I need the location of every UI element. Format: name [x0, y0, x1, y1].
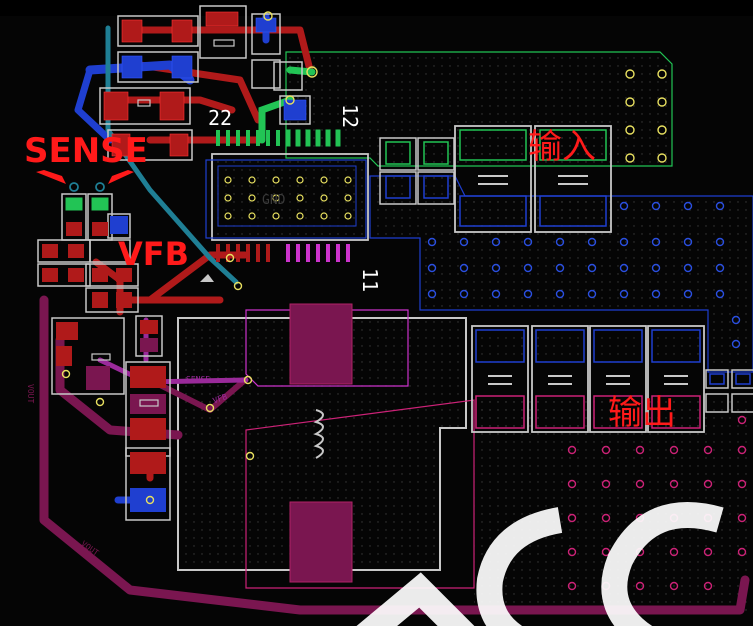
arrow-left-icon: [36, 170, 66, 184]
pin-22-label: 22: [208, 106, 233, 130]
input-label: 输入: [528, 127, 596, 167]
sense-arrows: [36, 170, 134, 184]
feedback-divider[interactable]: [37, 182, 171, 521]
vias: [61, 11, 318, 505]
board-edge: [0, 0, 753, 16]
vout-trace-label-left: VOUT: [26, 384, 35, 404]
output-capacitors[interactable]: [471, 325, 753, 433]
watermark-logo: [356, 502, 724, 626]
arrow-right-icon: [108, 170, 134, 184]
inductor-footprint[interactable]: [177, 303, 475, 589]
pin-11-label: 11: [358, 268, 382, 293]
input-capacitors[interactable]: [379, 125, 612, 233]
inductor-symbol-icon: [313, 409, 324, 459]
sense-trace-label: SENSE: [186, 375, 211, 384]
vfb-label: VFB: [118, 235, 190, 273]
controller-ic[interactable]: [205, 129, 369, 262]
sense-label: SENSE: [24, 131, 148, 171]
top-passives[interactable]: [99, 5, 311, 161]
pin-1-marker-icon: [200, 274, 214, 282]
output-label: 输出: [608, 393, 676, 433]
gnd-pad-label: GND: [262, 193, 286, 208]
pin-12-label: 12: [338, 104, 362, 129]
